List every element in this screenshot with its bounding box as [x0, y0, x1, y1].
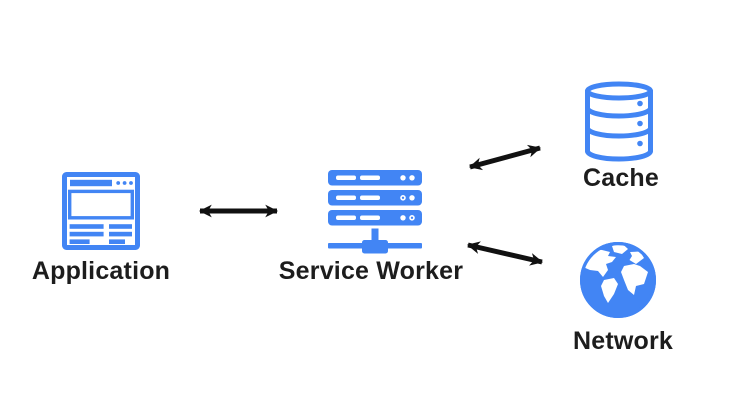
arrow-serviceworker-network — [466, 241, 544, 266]
cache-label: Cache — [582, 164, 660, 192]
server-stack-icon — [328, 170, 422, 254]
application-label: Application — [31, 257, 171, 285]
node-service-worker — [328, 170, 422, 254]
service-worker-label: Service Worker — [278, 257, 464, 285]
node-network — [578, 240, 658, 320]
node-cache — [585, 81, 653, 163]
database-cylinder-icon — [585, 81, 653, 162]
network-label: Network — [572, 327, 674, 355]
globe-icon — [579, 241, 657, 319]
arrow-serviceworker-cache — [468, 144, 542, 171]
browser-window-icon — [62, 172, 140, 250]
node-application — [62, 172, 140, 250]
